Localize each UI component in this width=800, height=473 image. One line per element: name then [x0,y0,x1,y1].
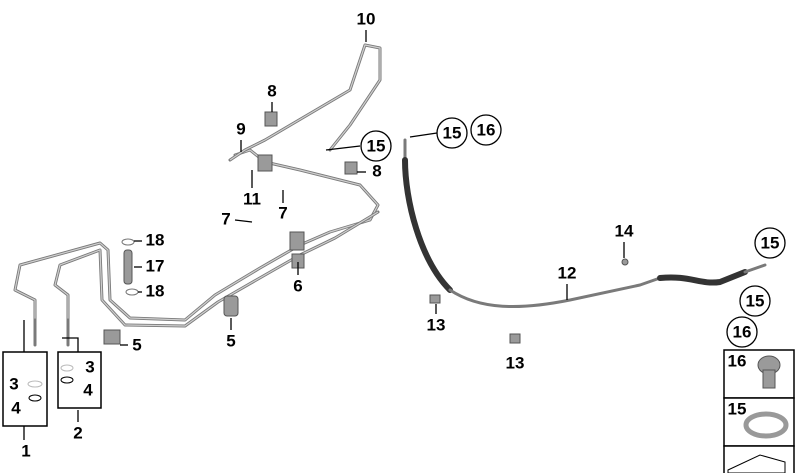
label-4: 4 [11,398,21,417]
callout-circle [739,285,771,317]
washer-icon [27,380,43,388]
clip [257,154,273,172]
label-7: 7 [278,203,287,222]
callout-circle [726,316,758,348]
label-16: 16 [733,322,752,341]
seal-icon [28,394,42,402]
brake-line-assembly [13,43,382,347]
label-14: 14 [615,221,634,240]
sealing-ring-icon [743,411,789,439]
label-18: 18 [146,230,165,249]
label-6: 6 [293,276,302,295]
clip [264,111,278,127]
clip [429,294,441,304]
detail-box-2 [57,351,102,409]
label-9: 9 [236,119,245,138]
legend-label-16: 16 [728,351,747,370]
callout-circle [360,130,392,162]
part-labels: 10 8 9 15 15 16 8 11 7 7 18 17 18 14 15 … [9,9,779,460]
callout-circle [754,227,786,259]
grommet [223,295,239,317]
seal-ring [121,238,135,246]
label-3: 3 [9,374,18,393]
brake-hose [402,138,767,344]
callout-circle [436,117,468,149]
label-15: 15 [746,291,765,310]
label-8: 8 [372,161,381,180]
legend-box-16 [723,349,795,399]
callout-circle [470,114,502,146]
label-17: 17 [146,256,165,275]
label-8: 8 [267,81,276,100]
label-16: 16 [477,120,496,139]
label-13: 13 [506,353,525,372]
sleeve [123,249,133,285]
label-4: 4 [83,380,93,399]
bolt [621,258,629,266]
seal-icon [60,376,74,384]
detail-box-1 [2,351,48,427]
label-15: 15 [367,136,386,155]
label-5: 5 [132,335,141,354]
legend-label-15: 15 [728,399,747,418]
label-12: 12 [558,263,577,282]
label-3: 3 [85,357,94,376]
label-13: 13 [427,315,446,334]
label-11: 11 [243,189,261,208]
washer-icon [60,364,74,372]
banjo-bolt-icon [762,369,776,389]
label-15: 15 [761,233,780,252]
label-18: 18 [146,281,165,300]
label-7: 7 [221,209,230,228]
label-5: 5 [226,331,235,350]
seal-ring [125,288,139,296]
parts-legend [723,349,795,473]
label-1: 1 [21,441,30,460]
label-10: 10 [357,9,376,28]
clip [509,333,521,344]
clip [289,231,305,251]
label-15: 15 [443,123,462,142]
label-2: 2 [73,423,82,442]
bracket [103,329,121,345]
clip [344,161,358,175]
